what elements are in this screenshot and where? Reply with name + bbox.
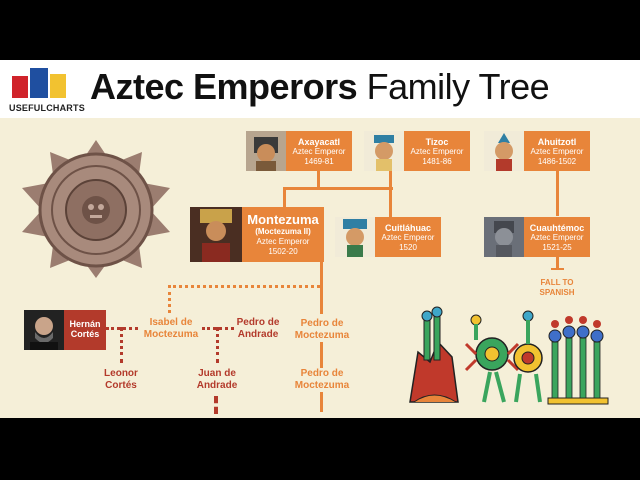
montezuma-box: Montezuma (Moctezuma II) Aztec Emperor 1… [242, 207, 324, 262]
ahuitzotl-role: Aztec Emperor [530, 147, 584, 156]
line-fall-cap [551, 268, 564, 270]
cortes-box: Hernán Cortés [64, 310, 106, 350]
line-to-montezuma [283, 187, 286, 207]
ahuitzotl-portrait [484, 131, 524, 171]
fall-to-spanish: FALL TO SPANISH [522, 278, 592, 298]
title-rest: Family Tree [366, 66, 550, 107]
ahuitzotl-name: Ahuitzotl [537, 137, 577, 147]
tizoc-name: Tizoc [425, 137, 449, 147]
fall-line1: FALL TO [540, 278, 574, 287]
axayacatl-box: Axayacatl Aztec Emperor 1469-81 [286, 131, 352, 171]
header-bar [0, 60, 640, 118]
pedro-andrade-line2: Andrade [237, 329, 279, 340]
cuauhtemoc-years: 1521-25 [542, 243, 572, 252]
fall-line2: SPANISH [539, 288, 575, 297]
aztec-codex-glyphs-icon [409, 306, 609, 405]
isabel-line1: Isabel de [149, 317, 193, 328]
line-tizoc-down [389, 170, 392, 189]
isabel-de-moctezuma: Isabel de Moctezuma [136, 317, 206, 341]
dotted-line-juan [216, 327, 219, 363]
line-to-fall [556, 257, 559, 269]
axayacatl-name: Axayacatl [297, 137, 341, 147]
line-to-cuitlahuac [389, 187, 392, 217]
tizoc-years: 1481-86 [422, 157, 452, 166]
montezuma-alt: (Moctezuma II) [255, 227, 311, 236]
montezuma-portrait [190, 207, 242, 262]
dotted-line-leonor [120, 327, 123, 363]
cortes-line1: Hernán [69, 319, 101, 329]
cortes-line2: Cortés [70, 329, 100, 339]
line-axayacatl-down [317, 170, 320, 189]
cuitlahuac-role: Aztec Emperor [381, 233, 435, 242]
juan-line1: Juan de [198, 368, 236, 379]
cuitlahuac-box: Cuitláhuac Aztec Emperor 1520 [375, 217, 441, 257]
usefulcharts-logo [12, 66, 70, 116]
ahuitzotl-years: 1486-1502 [537, 157, 577, 166]
calendar-stone-icon [22, 140, 170, 278]
pedro-moctezuma-1-line1: Pedro de [300, 318, 344, 329]
cuitlahuac-name: Cuitláhuac [384, 223, 431, 233]
tizoc-role: Aztec Emperor [410, 147, 464, 156]
axayacatl-role: Aztec Emperor [292, 147, 346, 156]
cortes-portrait [24, 310, 64, 350]
leonor-cortes: Leonor Cortés [92, 368, 150, 392]
leonor-line1: Leonor [104, 368, 138, 379]
line-to-cuauhtemoc [556, 170, 559, 216]
pedro-moctezuma-2-line1: Pedro de [300, 368, 344, 379]
title-bold: Aztec Emperors [90, 66, 358, 107]
cuitlahuac-portrait [335, 217, 375, 257]
montezuma-name: Montezuma [247, 212, 319, 227]
pedro-de-andrade: Pedro de Andrade [228, 317, 288, 341]
pedro-andrade-line1: Pedro de [236, 317, 280, 328]
cuauhtemoc-role: Aztec Emperor [530, 233, 584, 242]
axayacatl-years: 1469-81 [304, 157, 334, 166]
pedro-de-moctezuma-1: Pedro de Moctezuma [288, 318, 356, 342]
ahuitzotl-box: Ahuitzotl Aztec Emperor 1486-1502 [524, 131, 590, 171]
montezuma-role: Aztec Emperor [256, 237, 310, 246]
line-pedro-down [320, 342, 323, 368]
tizoc-box: Tizoc Aztec Emperor 1481-86 [404, 131, 470, 171]
line-generation [283, 187, 393, 190]
pedro-de-moctezuma-2: Pedro de Moctezuma [288, 368, 356, 392]
cuauhtemoc-portrait [484, 217, 524, 257]
page-title: Aztec Emperors Family Tree [90, 66, 550, 108]
line-montezuma-down [320, 262, 323, 314]
cuauhtemoc-box: Cuauhtémoc Aztec Emperor 1521-25 [524, 217, 590, 257]
cuitlahuac-years: 1520 [399, 243, 417, 252]
isabel-line2: Moctezuma [143, 329, 199, 340]
leonor-line2: Cortés [105, 380, 137, 391]
pedro-moctezuma-1-line2: Moctezuma [294, 330, 350, 341]
line-pedro2-down [320, 392, 323, 412]
juan-line2: Andrade [196, 380, 238, 391]
logo-text: USEFULCHARTS [9, 103, 85, 113]
juan-de-andrade: Juan de Andrade [188, 368, 246, 392]
dotted-line-isabel-down [168, 285, 171, 313]
montezuma-years: 1502-20 [268, 247, 298, 256]
dotted-line-isabel [168, 285, 320, 288]
dotted-line-juan-down [214, 396, 218, 414]
cuauhtemoc-name: Cuauhtémoc [529, 223, 585, 233]
tizoc-portrait [364, 131, 404, 171]
axayacatl-portrait [246, 131, 286, 171]
pedro-moctezuma-2-line2: Moctezuma [294, 380, 350, 391]
